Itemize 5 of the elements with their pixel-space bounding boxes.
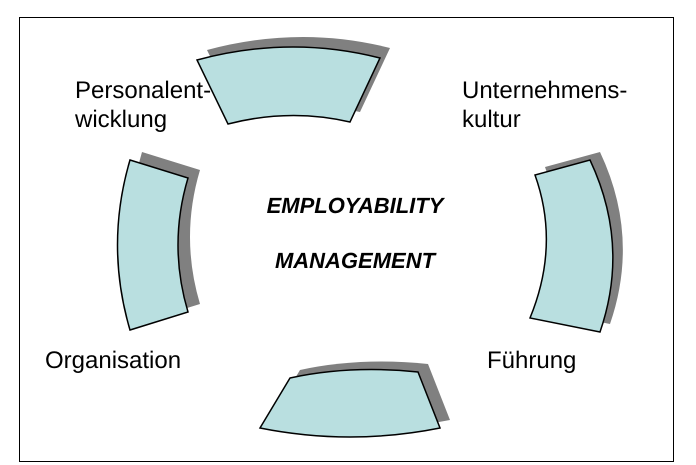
center-title: EMPLOYABILITY MANAGEMENT [266, 192, 446, 275]
segment-label: Organisation [45, 346, 182, 375]
segment-label: Unternehmens- kultur [462, 76, 628, 134]
segment-label: Führung [487, 346, 578, 375]
segment-label: Personalent- wicklung [75, 76, 212, 134]
